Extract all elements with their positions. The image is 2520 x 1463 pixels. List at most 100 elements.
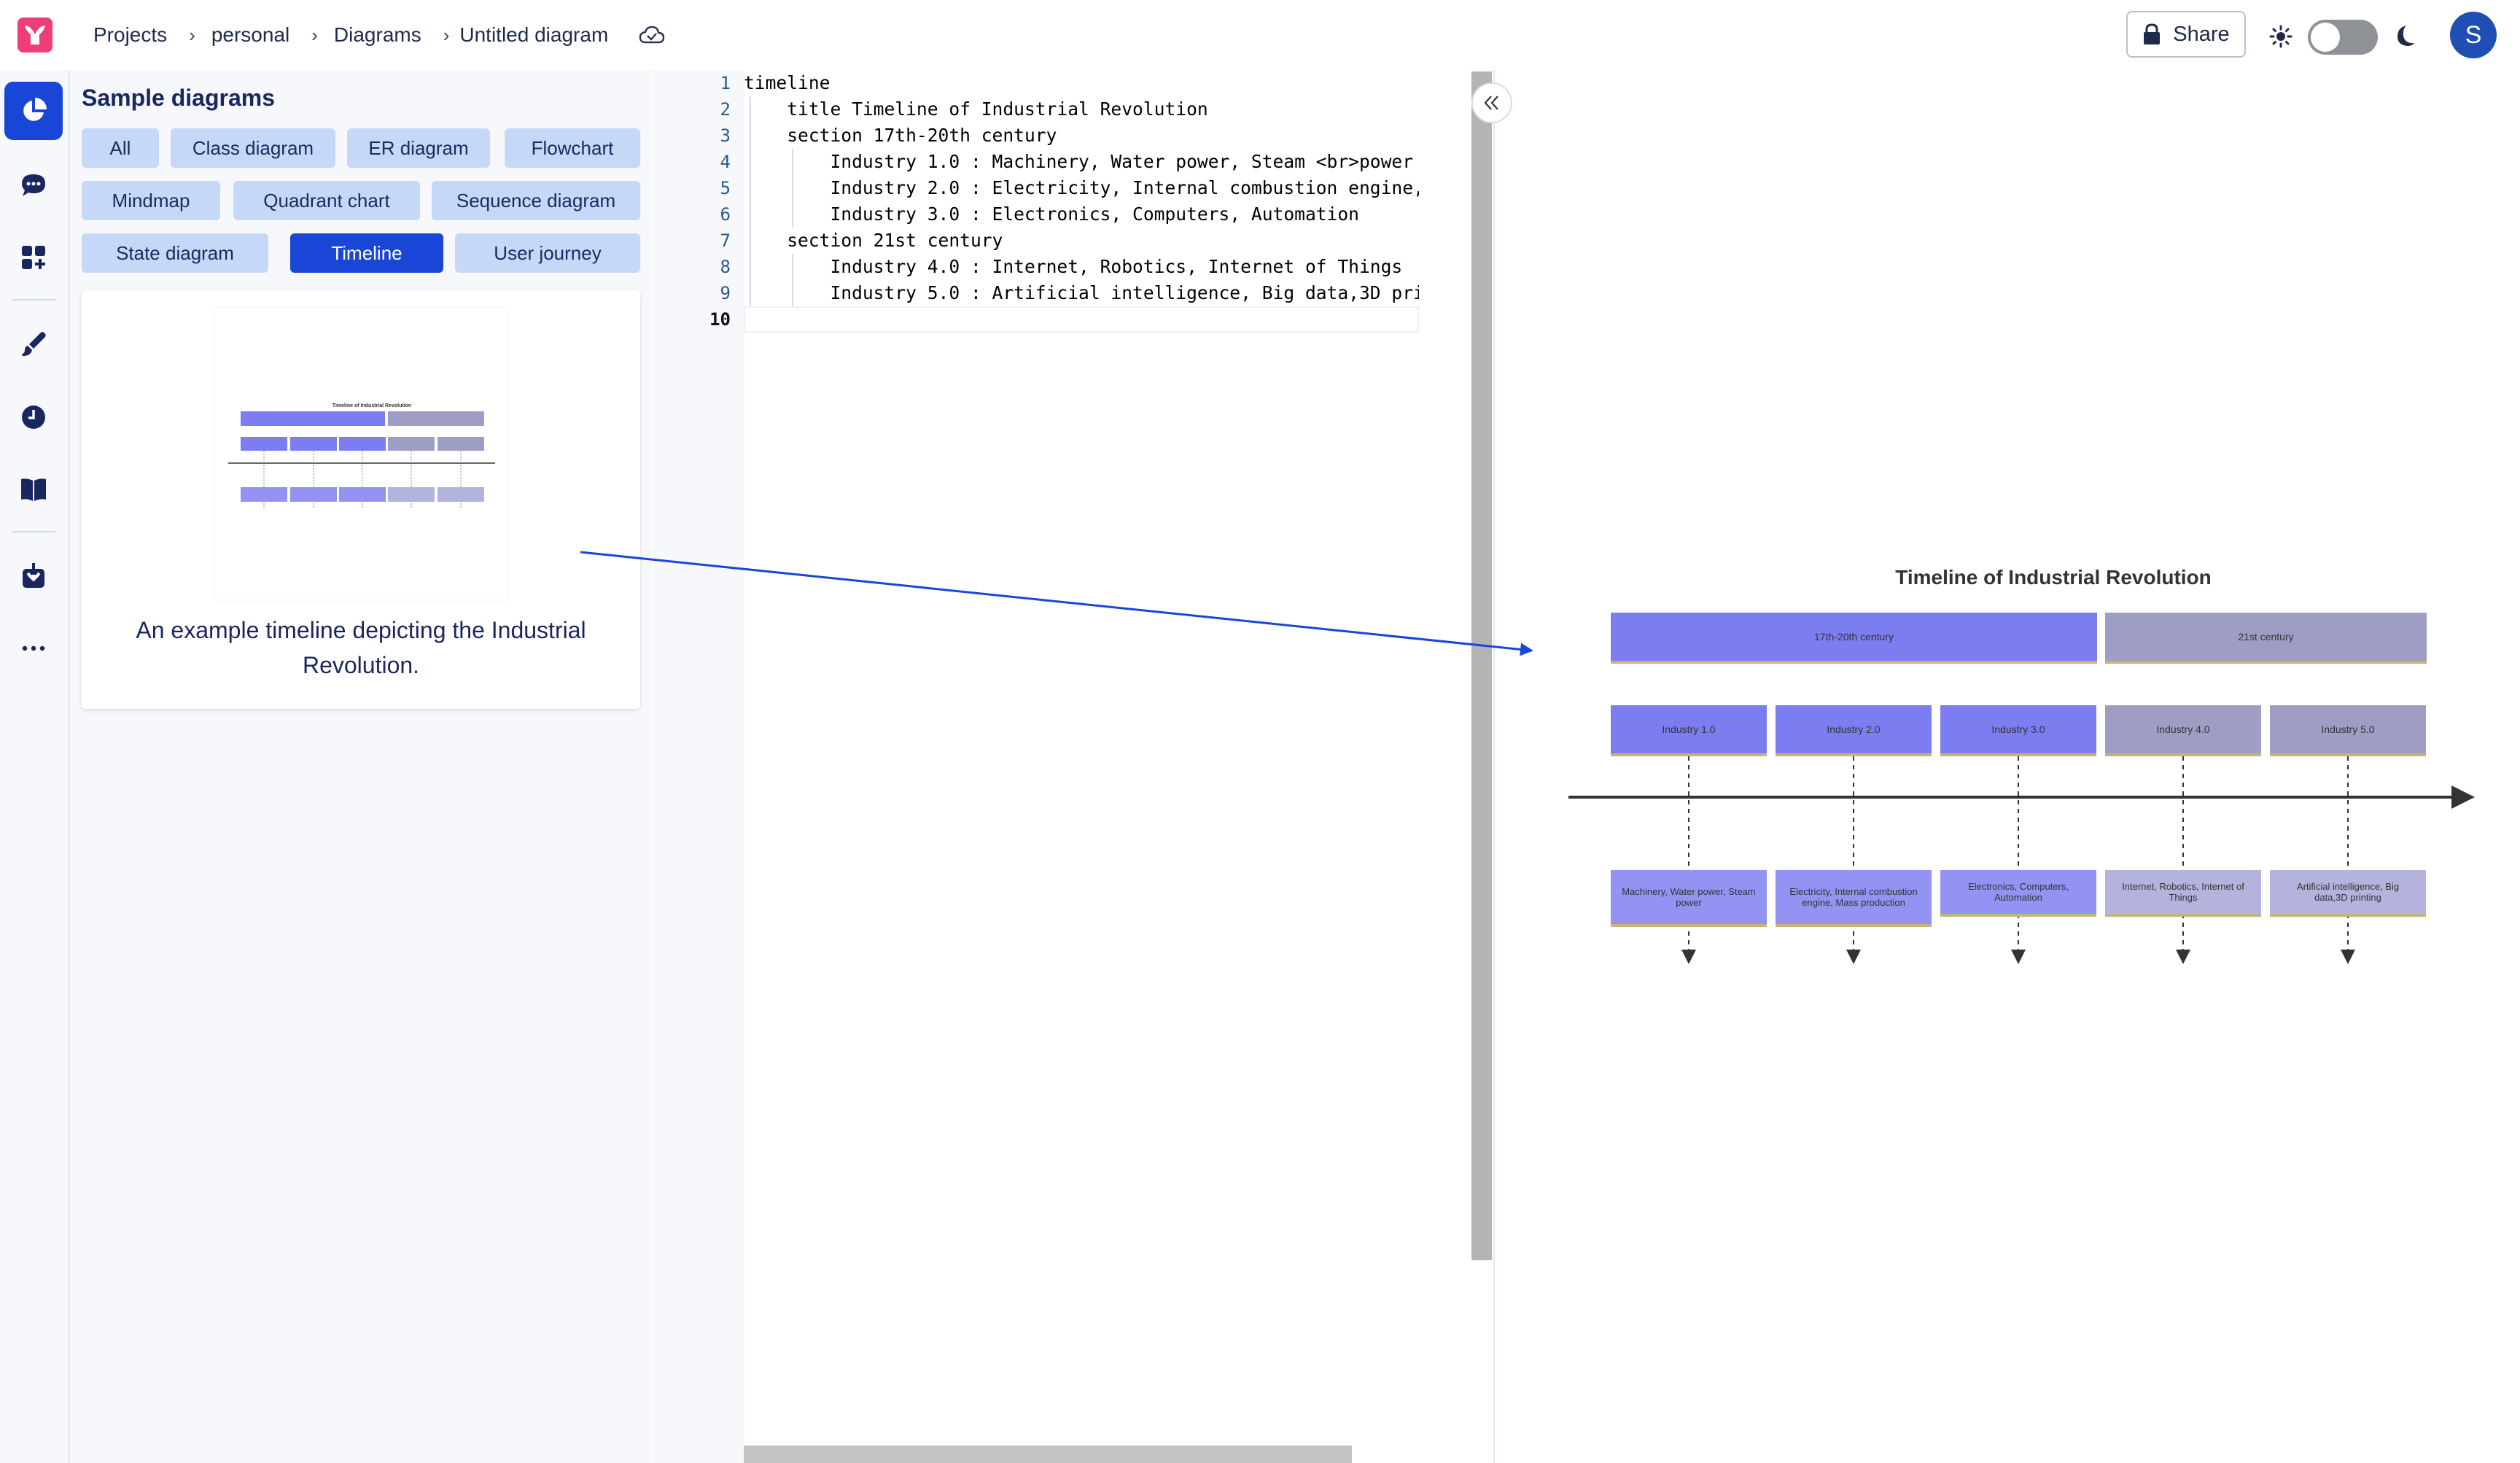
share-button[interactable]: Share [2126,11,2246,58]
chip-user-journey[interactable]: User journey [455,233,640,273]
chip-timeline[interactable]: Timeline [290,233,443,273]
code-line: Industry 4.0 : Internet, Robotics, Inter… [744,256,1403,277]
event-industry-2: Electricity, Internal combustion engine,… [1776,870,1932,927]
task-label: Industry 5.0 [2321,723,2375,735]
chip-class-diagram[interactable]: Class diagram [171,128,335,168]
chip-mindmap[interactable]: Mindmap [82,181,220,220]
top-bar: Projects › personal › Diagrams › Untitle… [0,0,2520,71]
sun-icon [2269,25,2292,48]
code-line: Industry 5.0 : Artificial intelligence, … [744,282,1419,303]
rail-divider [12,531,55,532]
book-icon [21,478,46,501]
event-label: Electricity, Internal combustion engine,… [1789,886,1918,908]
cloud-saved-icon [639,25,665,45]
double-chevron-left-icon [1484,96,1498,110]
share-label: Share [2173,22,2230,46]
section-label: 21st century [2238,631,2294,643]
indent-guide [792,254,793,306]
section-21st: 21st century [2105,613,2427,664]
chip-state-diagram[interactable]: State diagram [82,233,268,273]
breadcrumb-projects[interactable]: Projects [93,23,168,46]
download-icon [23,563,44,588]
line-number: 5 [720,178,731,198]
breadcrumb-diagrams[interactable]: Diagrams [333,23,421,46]
event-label: Machinery, Water power, Steam power [1622,886,1756,908]
pie-chart-icon [23,98,47,121]
task-label: Industry 1.0 [1662,723,1716,735]
section-17th-20th: 17th-20th century [1611,613,2097,664]
timeline-title: Timeline of Industrial Revolution [1895,566,2212,589]
code-editor[interactable]: 1 2 3 4 5 6 7 8 9 10 timeline title Time… [653,70,1492,1463]
task-label: Industry 4.0 [2156,723,2210,735]
chip-all[interactable]: All [82,128,159,168]
export-nav-button[interactable] [4,547,63,605]
line-number: 9 [720,283,731,303]
indent-guide [750,96,751,306]
line-number: 1 [720,73,731,93]
add-widget-nav-button[interactable] [4,228,63,287]
chevron-right-icon: › [311,23,318,46]
theme-toggle[interactable] [2308,20,2378,55]
sample-diagrams-panel: Sample diagrams All Class diagram ER dia… [70,70,652,1463]
indent-guide [792,149,793,228]
card-description: An example timeline depicting the Indust… [136,617,586,678]
chat-nav-button[interactable] [4,157,63,215]
chevron-right-icon: › [443,23,450,46]
theme-brush-nav-button[interactable] [4,315,63,373]
code-line: Industry 1.0 : Machinery, Water power, S… [744,151,1414,172]
line-number-current: 10 [709,309,731,330]
editor-vertical-scrollbar[interactable] [1471,71,1492,1260]
code-line: Industry 2.0 : Electricity, Internal com… [830,177,1419,198]
diagram-title[interactable]: Untitled diagram [459,23,609,46]
editor-horizontal-scrollbar[interactable] [744,1445,1352,1463]
line-number-gutter: 1 2 3 4 5 6 7 8 9 10 [653,70,744,1463]
left-rail [0,70,70,1463]
more-nav-button[interactable] [4,619,63,678]
breadcrumb: Projects › personal › Diagrams › Untitle… [93,20,665,50]
breadcrumb-personal[interactable]: personal [211,23,290,46]
line-number: 4 [720,152,731,172]
chip-er-diagram[interactable]: ER diagram [347,128,490,168]
mermaid-logo-icon[interactable] [18,18,52,53]
current-line-highlight [744,306,1419,333]
section-label: 17th-20th century [1814,631,1894,643]
event-label: Artificial intelligence, Big data,3D pri… [2296,881,2400,903]
line-number: 6 [720,204,731,225]
task-industry-5: Industry 5.0 [2270,705,2426,756]
event-industry-3: Electronics, Computers, Automation [1940,870,2096,917]
line-number: 8 [720,257,731,277]
chip-quadrant-chart[interactable]: Quadrant chart [233,181,420,220]
docs-nav-button[interactable] [4,460,63,519]
event-label: Internet, Robotics, Internet of Things [2122,881,2244,903]
avatar[interactable]: S [2450,12,2497,58]
task-industry-3: Industry 3.0 [1940,705,2096,756]
panel-title: Sample diagrams [82,85,275,111]
event-industry-1: Machinery, Water power, Steam power [1611,870,1767,927]
code-line: Industry 3.0 : Electronics, Computers, A… [744,203,1359,225]
task-industry-2: Industry 2.0 [1776,705,1932,756]
chevron-right-icon: › [189,23,195,46]
clock-icon [22,405,45,429]
code-line: timeline [744,72,831,93]
rail-divider [12,299,55,300]
task-industry-4: Industry 4.0 [2105,705,2261,756]
chip-sequence-diagram[interactable]: Sequence diagram [432,181,640,220]
timeline-thumbnail: Timeline of Industrial Revolution [214,308,508,599]
samples-nav-button[interactable] [4,82,63,140]
diagram-preview[interactable] [1493,70,2520,1463]
task-label: Industry 2.0 [1827,723,1881,735]
line-number: 2 [720,99,731,120]
code-line: title Timeline of Industrial Revolution [744,98,1208,120]
line-number: 3 [720,125,731,146]
sample-card-timeline[interactable]: Timeline of Industrial Revolution [82,290,640,709]
history-nav-button[interactable] [4,388,63,446]
chat-icon [22,174,45,196]
chip-flowchart[interactable]: Flowchart [505,128,640,168]
more-icon [22,645,45,651]
code-line: section 21st century [744,230,1003,251]
task-industry-1: Industry 1.0 [1611,705,1767,756]
thumb-title: Timeline of Industrial Revolution [332,403,411,408]
event-industry-4: Internet, Robotics, Internet of Things [2105,870,2261,917]
collapse-panel-button[interactable] [1471,82,1512,123]
add-widget-icon [22,246,45,269]
